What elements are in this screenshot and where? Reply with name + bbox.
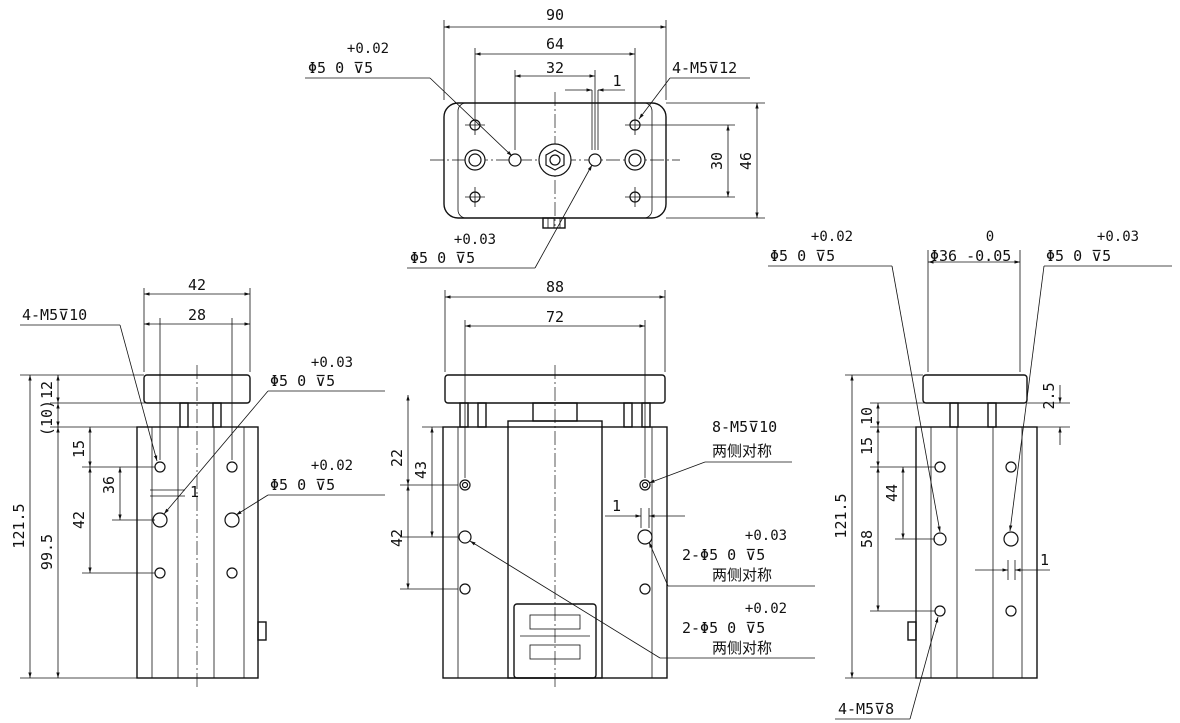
right-view: 121.5 10 15 44 58 2.5 1 +0.02 Φ5 0 ⊽5 0 … xyxy=(768,229,1172,720)
front-thread-callout: 8-M5⊽10 xyxy=(712,418,777,436)
dim-121-5-right: 121.5 xyxy=(832,493,850,538)
dim-64: 64 xyxy=(546,35,564,53)
dim-72: 72 xyxy=(546,308,564,326)
dim-1-right: 1 xyxy=(1040,551,1049,569)
left-body xyxy=(136,426,259,679)
left-tol-b: +0.02 xyxy=(311,458,353,474)
dim-28: 28 xyxy=(188,306,206,324)
dim-42: 42 xyxy=(188,276,206,294)
dim-43: 43 xyxy=(412,461,430,479)
dim-90: 90 xyxy=(546,6,564,24)
front-view: 88 72 22 43 42 1 8-M5⊽10 两侧对称 +0.03 2-Φ5… xyxy=(388,278,815,690)
front-callout-b: 2-Φ5 0 ⊽5 xyxy=(682,619,765,637)
front-note-b: 两侧对称 xyxy=(712,639,772,657)
top-thread-callout: 4-M5⊽12 xyxy=(672,59,737,77)
front-note-a: 两侧对称 xyxy=(712,566,772,584)
front-tol-a: +0.03 xyxy=(745,528,787,544)
dim-1-left: 1 xyxy=(190,483,199,501)
dim-88: 88 xyxy=(546,278,564,296)
right-tol-mid: 0 xyxy=(986,229,994,245)
right-top-plate xyxy=(922,374,1028,404)
dim-46: 46 xyxy=(737,152,755,170)
dim-58: 58 xyxy=(858,530,876,548)
dim-1-front: 1 xyxy=(612,497,621,515)
dim-121-5: 121.5 xyxy=(10,503,28,548)
dim-2-5: 2.5 xyxy=(1040,382,1058,409)
dim-15-right: 15 xyxy=(858,437,876,455)
front-holes xyxy=(458,479,653,595)
right-callout-left: Φ5 0 ⊽5 xyxy=(770,247,835,265)
right-thread-callout: 4-M5⊽8 xyxy=(838,700,894,718)
dim-12: 12 xyxy=(38,381,56,399)
top-thread-holes xyxy=(465,115,645,207)
right-callout-mid: Φ36 -0.05 xyxy=(930,247,1011,265)
left-view: 42 28 121.5 99.5 12 (10) 15 42 36 1 4-M5… xyxy=(10,276,385,690)
left-callout-a: Φ5 0 ⊽5 xyxy=(270,372,335,390)
front-tol-b: +0.02 xyxy=(745,601,787,617)
dim-10-ref: (10) xyxy=(38,400,56,436)
top-bore-holes xyxy=(464,143,646,177)
dim-32: 32 xyxy=(546,59,564,77)
left-tol-a: +0.03 xyxy=(311,355,353,371)
left-holes xyxy=(152,461,240,579)
left-thread-callout: 4-M5⊽10 xyxy=(22,306,87,324)
dim-42-front: 42 xyxy=(388,529,406,547)
top-view: 90 64 32 1 30 46 +0.02 Φ5 0 ⊽5 4-M5⊽12 +… xyxy=(305,6,765,269)
top-callout-left: Φ5 0 ⊽5 xyxy=(308,59,373,77)
right-callout-right: Φ5 0 ⊽5 xyxy=(1046,247,1111,265)
dim-42-v: 42 xyxy=(70,511,88,529)
dim-44: 44 xyxy=(883,484,901,502)
right-holes xyxy=(933,461,1019,617)
right-tol-left: +0.02 xyxy=(811,229,853,245)
dim-10-right: 10 xyxy=(858,407,876,425)
top-callout-bottom: Φ5 0 ⊽5 xyxy=(410,249,475,267)
front-connector xyxy=(513,603,597,679)
dim-22: 22 xyxy=(388,449,406,467)
dim-1: 1 xyxy=(612,72,621,90)
top-tol-upper-left: +0.02 xyxy=(347,41,389,57)
dim-36: 36 xyxy=(100,476,118,494)
left-callout-b: Φ5 0 ⊽5 xyxy=(270,476,335,494)
right-body xyxy=(915,426,1038,679)
dim-30: 30 xyxy=(708,152,726,170)
top-tol-upper-bottom: +0.03 xyxy=(454,232,496,248)
right-tol-right: +0.03 xyxy=(1097,229,1139,245)
dim-15: 15 xyxy=(70,440,88,458)
dim-99-5: 99.5 xyxy=(38,534,56,570)
front-callout-a: 2-Φ5 0 ⊽5 xyxy=(682,546,765,564)
front-thread-note: 两侧对称 xyxy=(712,442,772,460)
